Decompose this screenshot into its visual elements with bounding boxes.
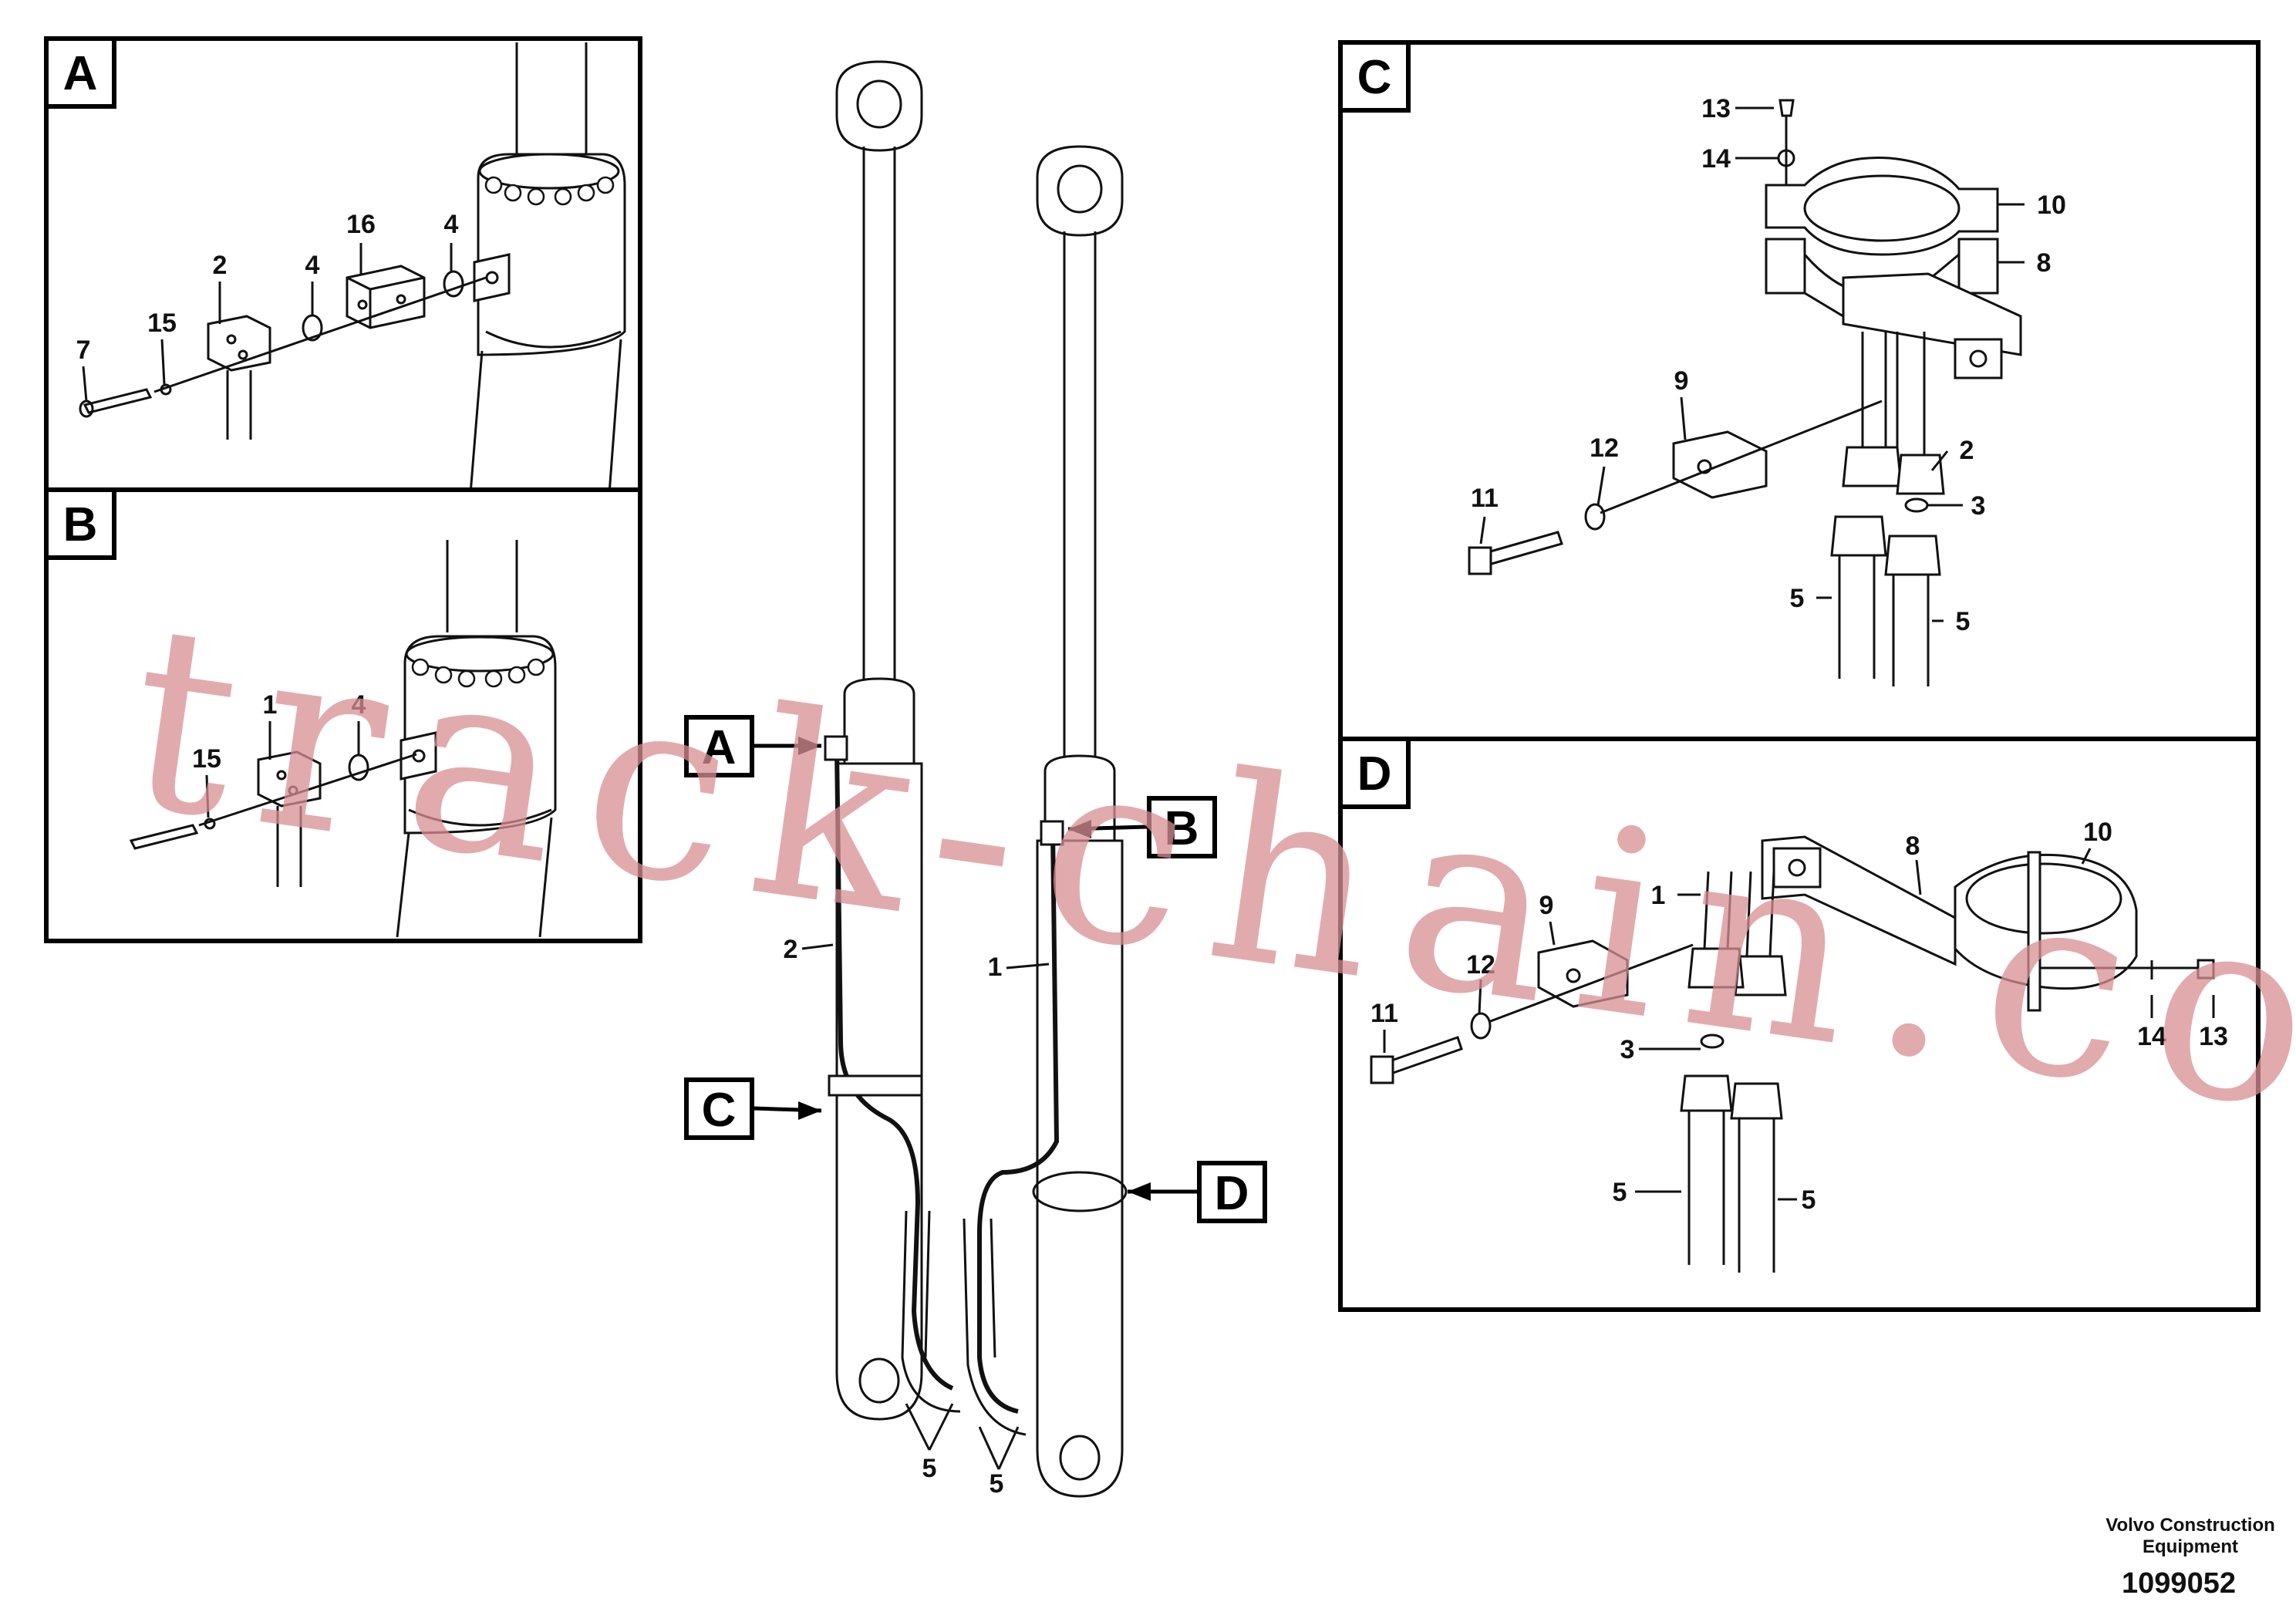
callout-c-9: 9 bbox=[1674, 366, 1689, 396]
main-tag-a-box bbox=[684, 715, 754, 777]
panel-d-tag: D bbox=[1357, 747, 1392, 801]
title-block: Volvo Construction Equipment 1099052 bbox=[2106, 1515, 2275, 1600]
main-tag-b: B bbox=[1165, 802, 1199, 855]
callout-c-10: 10 bbox=[2037, 191, 2066, 220]
main-tag-d: D bbox=[1215, 1167, 1249, 1220]
callout-c-14: 14 bbox=[1701, 144, 1731, 174]
callout-a-4-left: 4 bbox=[305, 251, 320, 280]
callout-c-12: 12 bbox=[1590, 433, 1619, 463]
main-tag-b-box bbox=[1147, 796, 1217, 858]
main-tag-d-box bbox=[1197, 1161, 1267, 1223]
detail-panel-d: D 8 10 9 1 12 11 14 13 3 bbox=[1338, 737, 2261, 1312]
callout-d-3: 3 bbox=[1620, 1035, 1635, 1064]
callout-c-5-left: 5 bbox=[1790, 584, 1805, 613]
callout-main-5-left: 5 bbox=[922, 1454, 937, 1483]
callout-main-1: 1 bbox=[988, 953, 1003, 982]
callout-main-5-right: 5 bbox=[990, 1469, 1004, 1499]
callout-c-13: 13 bbox=[1701, 94, 1731, 123]
main-cylinder-view: A B C D 2 1 5 5 bbox=[684, 60, 1267, 1499]
callout-d-5-left: 5 bbox=[1613, 1178, 1627, 1207]
main-tag-c: C bbox=[702, 1084, 737, 1137]
panel-c-tag-box bbox=[1338, 40, 1411, 113]
panel-a-tag: A bbox=[63, 47, 98, 100]
callout-c-2: 2 bbox=[1960, 436, 1974, 465]
callout-d-12: 12 bbox=[1466, 950, 1495, 980]
callout-d-13: 13 bbox=[2199, 1022, 2228, 1051]
callout-c-11: 11 bbox=[1471, 484, 1499, 513]
callout-a-15: 15 bbox=[147, 309, 177, 338]
drawing-number: 1099052 bbox=[2122, 1567, 2236, 1600]
callout-a-2: 2 bbox=[213, 251, 228, 280]
callout-d-9: 9 bbox=[1539, 891, 1554, 920]
callout-b-1: 1 bbox=[263, 690, 278, 720]
callout-main-2: 2 bbox=[784, 935, 798, 964]
callout-a-16: 16 bbox=[346, 210, 376, 239]
detail-panel-c: C 13 14 10 8 9 12 2 bbox=[1338, 40, 2261, 741]
detail-panel-a: A 2 4 16 4 7 15 bbox=[44, 36, 642, 494]
callout-d-5-right: 5 bbox=[1802, 1185, 1816, 1215]
callout-d-14: 14 bbox=[2137, 1022, 2166, 1051]
callout-d-10: 10 bbox=[2083, 818, 2112, 847]
panel-d-tag-box bbox=[1338, 737, 1411, 809]
panel-a-tag-box bbox=[44, 36, 116, 109]
callout-d-8: 8 bbox=[1906, 831, 1920, 861]
callout-d-1: 1 bbox=[1651, 881, 1666, 910]
panel-b-tag: B bbox=[63, 498, 98, 551]
panel-b-tag-box bbox=[44, 487, 116, 560]
callout-a-7: 7 bbox=[76, 336, 91, 365]
callout-b-4: 4 bbox=[352, 690, 366, 720]
callout-c-5-right: 5 bbox=[1956, 607, 1971, 636]
callout-d-11: 11 bbox=[1371, 999, 1398, 1028]
company-name-line2: Equipment bbox=[2143, 1536, 2238, 1557]
callout-c-8: 8 bbox=[2037, 248, 2052, 278]
company-name-line1: Volvo Construction bbox=[2106, 1515, 2275, 1536]
callout-b-15: 15 bbox=[192, 744, 221, 774]
callout-c-3: 3 bbox=[1971, 491, 1986, 521]
main-tag-c-box bbox=[684, 1077, 754, 1140]
detail-panel-b: B 1 4 15 bbox=[44, 487, 642, 943]
panel-c-tag: C bbox=[1357, 51, 1392, 104]
main-tag-a: A bbox=[702, 721, 737, 774]
callout-a-4-right: 4 bbox=[444, 210, 459, 239]
